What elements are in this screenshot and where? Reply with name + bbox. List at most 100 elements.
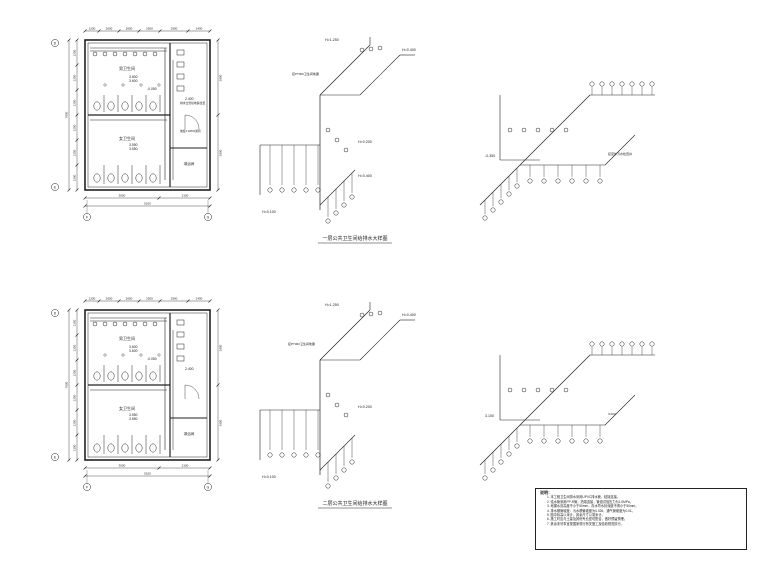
dimension-tick <box>186 299 190 303</box>
note-item: 6. 施工时应与土建及其他专业密切配合，做好预留预埋。 <box>547 517 628 522</box>
sink-fixture <box>176 355 185 362</box>
fixture-bubble <box>377 310 383 316</box>
sink-fixture <box>176 331 185 338</box>
dimension-text: 1250 <box>73 394 77 401</box>
fixture-bubble <box>535 127 541 133</box>
diagram-title: 一层公共卫生间给排水大样图 <box>322 235 387 242</box>
fixture-bubble <box>92 321 98 327</box>
dimension-tick <box>208 29 212 33</box>
fixture-bubble <box>498 199 504 205</box>
fixture-bubble <box>349 194 355 200</box>
dimension-tick <box>83 29 87 33</box>
toilet-fixture <box>135 173 143 183</box>
axis-bubble <box>51 39 59 47</box>
fixture-bubble <box>333 475 339 481</box>
elevation-label: 3.600 <box>129 345 138 349</box>
dimension-tick <box>75 88 79 92</box>
dimension-tick <box>75 358 79 362</box>
dimension-tick <box>216 308 220 312</box>
fixture-bubble <box>563 127 569 133</box>
toilet-fixture <box>93 443 101 453</box>
fixture-bubble <box>599 81 605 87</box>
fixture-bubble <box>549 387 555 393</box>
fixture-bubble <box>506 451 512 457</box>
dimension-text: 1250 <box>73 149 77 156</box>
fixture-bubble <box>122 51 128 57</box>
fixture-bubble <box>506 191 512 197</box>
axis-label: E <box>54 185 57 189</box>
fixture-bubble <box>303 452 309 458</box>
fixture-bubble <box>279 187 285 193</box>
dimension-tick <box>158 29 162 33</box>
fixture-bubble <box>521 127 527 133</box>
fixture-bubble <box>541 438 547 444</box>
fixture-bubble <box>267 452 273 458</box>
dimension-text: 2900 <box>171 297 178 301</box>
note-item: 2. 给水管采用PP-R管，热熔连接，管道试验压力为1.0MPa。 <box>547 499 633 504</box>
floor-drain <box>139 353 143 357</box>
fixture-bubble <box>583 178 589 184</box>
elevation-label: H=0.200 <box>358 405 372 409</box>
fixture-bubble <box>639 341 645 347</box>
fixture-bubble <box>498 459 504 465</box>
fixture-bubble <box>597 438 603 444</box>
dimension-text: 1250 <box>73 99 77 106</box>
dimension-tick <box>75 63 79 67</box>
fixture-bubble <box>341 202 347 208</box>
toilet-fixture <box>121 371 129 381</box>
fixture-bubble <box>609 81 615 87</box>
room-label: 女卫生间 <box>119 405 135 411</box>
floor-drain <box>103 353 107 357</box>
outer-wall <box>84 39 211 191</box>
fixture-bubble <box>583 438 589 444</box>
notes-list: 1. 本工程卫生间排水采用UPVC排水管，粘接连接。2. 给水管采用PP-R管，… <box>540 495 742 526</box>
dimension-text: 1400 <box>196 297 203 301</box>
elevation-label: 3.550 <box>129 417 138 421</box>
sink-fixture <box>176 343 185 350</box>
dimension-text: 3000 <box>119 194 126 198</box>
dimension-tick <box>83 466 87 470</box>
room-label: 男卫生间 <box>119 65 135 71</box>
fixture-bubble <box>569 178 575 184</box>
dimension-tick <box>208 204 212 208</box>
fixture-bubble <box>589 341 595 347</box>
diagram-title: 二层公共卫生间给排水大样图 <box>322 500 387 507</box>
dimension-tick <box>157 466 161 470</box>
fixture-bubble <box>507 127 513 133</box>
dimension-tick <box>117 29 121 33</box>
axis-bubble <box>51 453 59 461</box>
dimension-text: 2100 <box>182 194 189 198</box>
dimension-tick <box>208 466 212 470</box>
toilet-fixture <box>149 101 157 111</box>
fixture-bubble <box>142 321 148 327</box>
note-item: 1. 本工程卫生间排水采用UPVC排水管，粘接连接。 <box>547 495 620 500</box>
toilet-fixture <box>93 173 101 183</box>
fixture-bubble <box>279 452 285 458</box>
dimension-text: 3900 <box>219 344 223 351</box>
dimension-tick <box>75 458 79 462</box>
elevation-label: H=0.400 <box>402 48 416 52</box>
elevation-label: 2.400 <box>185 97 194 101</box>
dimension-tick <box>216 188 220 192</box>
dimension-tick <box>75 308 79 312</box>
isometric-pipe <box>359 54 401 96</box>
fixture-bubble <box>555 178 561 184</box>
note-item: 7. 其余未尽事宜按国家现行有关施工及验收规范执行。 <box>547 521 624 526</box>
elevation-label: -0.050 <box>147 87 157 91</box>
fixture-bubble <box>507 387 513 393</box>
fixture-bubble <box>563 387 569 393</box>
fixture-bubble <box>152 321 158 327</box>
elevation-label: H=0.200 <box>358 140 372 144</box>
door-swing <box>184 114 200 130</box>
axis-label: F <box>86 485 88 489</box>
elevation-label: -0.350 <box>485 154 495 158</box>
fixture-bubble <box>514 183 520 189</box>
room-label: 淋浴间 <box>184 431 195 436</box>
dimension-text: 1250 <box>73 124 77 131</box>
fixture-bubble <box>303 187 309 193</box>
floor-drain <box>103 83 107 87</box>
dimension-tick <box>158 299 162 303</box>
fixture-bubble <box>359 47 365 53</box>
toilet-fixture <box>121 101 129 111</box>
dimension-tick <box>216 458 220 462</box>
